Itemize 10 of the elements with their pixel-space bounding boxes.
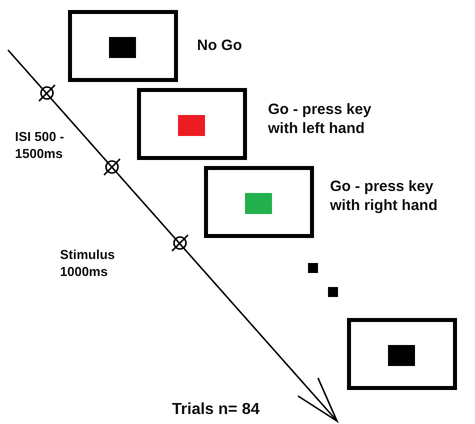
condition-label: Go - press key with right hand xyxy=(330,177,438,215)
condition-label: No Go xyxy=(197,36,243,55)
screen-frame xyxy=(204,166,314,238)
screen-frame xyxy=(137,88,247,160)
screen-frame xyxy=(347,318,457,390)
duration-label: ISI 500 - 1500ms xyxy=(15,128,66,162)
trial-count-label: Trials n= 84 xyxy=(172,400,261,420)
screen-frame xyxy=(68,10,178,82)
condition-label: Go - press key with left hand xyxy=(268,100,372,138)
duration-label: Stimulus 1000ms xyxy=(60,246,116,280)
